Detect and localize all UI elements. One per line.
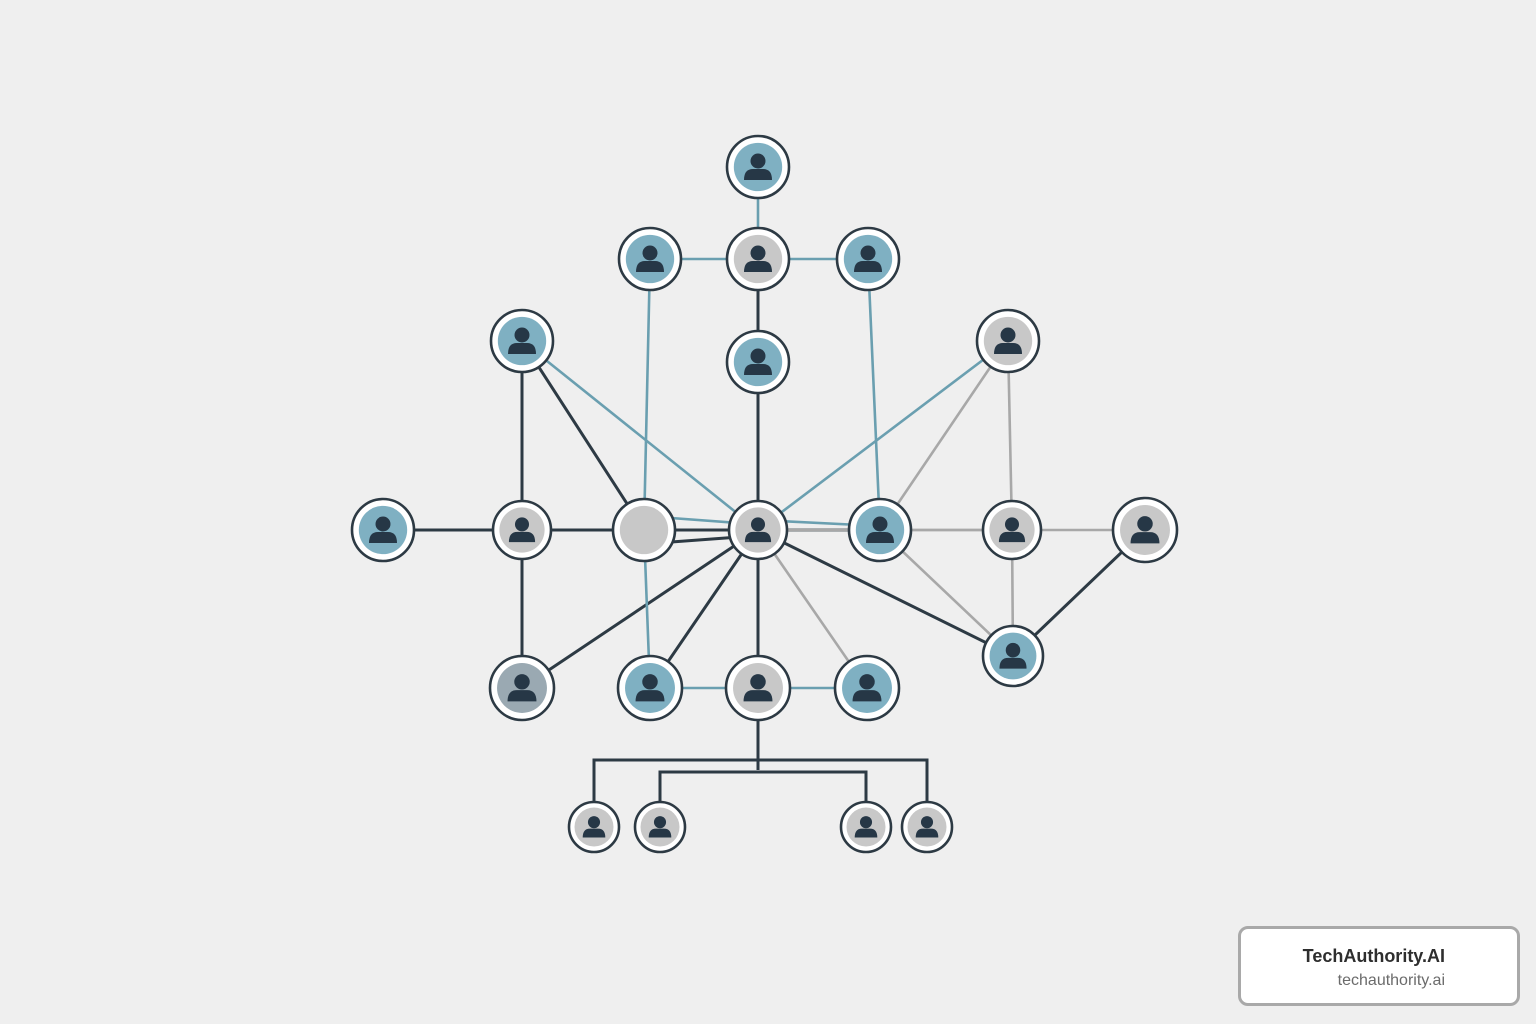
brand-card: TechAuthority.AI techauthority.ai — [1238, 926, 1520, 1006]
person-icon — [998, 517, 1026, 543]
person-node-row3-center[interactable] — [725, 329, 791, 395]
person-node-lower-right[interactable] — [981, 624, 1045, 688]
person-node-bottom-left[interactable] — [488, 654, 556, 722]
person-node-leaf-1[interactable] — [567, 800, 621, 854]
person-node-leaf-3[interactable] — [839, 800, 893, 854]
person-node-bottom-center[interactable] — [724, 654, 792, 722]
brand-url: techauthority.ai — [1337, 972, 1445, 989]
person-nodes — [350, 134, 1179, 854]
person-icon — [854, 245, 882, 272]
edge-row2-right-mid-right — [866, 257, 882, 532]
edge-upper-left-blank — [520, 339, 646, 532]
person-icon — [508, 327, 536, 354]
person-node-hub[interactable] — [727, 499, 789, 561]
person-icon — [648, 816, 672, 838]
person-node-leaf-4[interactable] — [900, 800, 954, 854]
tree-outer-bar — [592, 758, 929, 802]
person-node-leaf-2[interactable] — [633, 800, 687, 854]
person-icon — [866, 516, 894, 543]
edge-row2-left-blank — [642, 257, 652, 532]
tree-inner-bar — [658, 770, 868, 802]
edge-upper-right-hub — [756, 339, 1010, 532]
person-icon — [744, 153, 772, 180]
person-icon — [635, 674, 665, 702]
person-node-mid-left[interactable] — [491, 499, 553, 561]
person-icon — [743, 674, 773, 702]
person-node-blank[interactable] — [611, 497, 677, 563]
person-node-upper-right[interactable] — [975, 308, 1041, 374]
person-node-upper-left[interactable] — [489, 308, 555, 374]
person-icon — [744, 245, 772, 272]
person-icon — [994, 327, 1022, 354]
person-icon — [636, 245, 664, 272]
edge-upper-right-mid-right — [878, 339, 1010, 532]
person-node-row2-left[interactable] — [617, 226, 683, 292]
person-node-far-left[interactable] — [350, 497, 416, 563]
person-node-mid-right[interactable] — [847, 497, 913, 563]
person-icon — [854, 816, 878, 838]
person-icon — [507, 674, 537, 702]
edge-upper-left-hub — [520, 339, 760, 532]
person-node-row2-right[interactable] — [835, 226, 901, 292]
person-node-top[interactable] — [725, 134, 791, 200]
person-node-row2-center[interactable] — [725, 226, 791, 292]
edge-hub-bottom-left — [520, 528, 760, 690]
person-node-bottom-4[interactable] — [833, 654, 901, 722]
person-icon — [744, 348, 772, 375]
person-icon — [369, 516, 397, 543]
person-icon — [508, 517, 536, 543]
person-icon — [582, 816, 606, 838]
person-icon — [1130, 516, 1160, 544]
person-icon — [999, 642, 1027, 669]
hierarchy-connector — [592, 720, 929, 802]
person-icon — [744, 517, 772, 543]
node-fill — [619, 505, 669, 555]
person-icon — [852, 674, 882, 702]
person-node-right-2[interactable] — [981, 499, 1043, 561]
brand-name: TechAuthority.AI — [1302, 946, 1445, 966]
person-node-bottom-2[interactable] — [616, 654, 684, 722]
person-node-far-right[interactable] — [1111, 496, 1179, 564]
edge-hub-lower-right — [756, 528, 1015, 658]
person-icon — [915, 816, 939, 838]
